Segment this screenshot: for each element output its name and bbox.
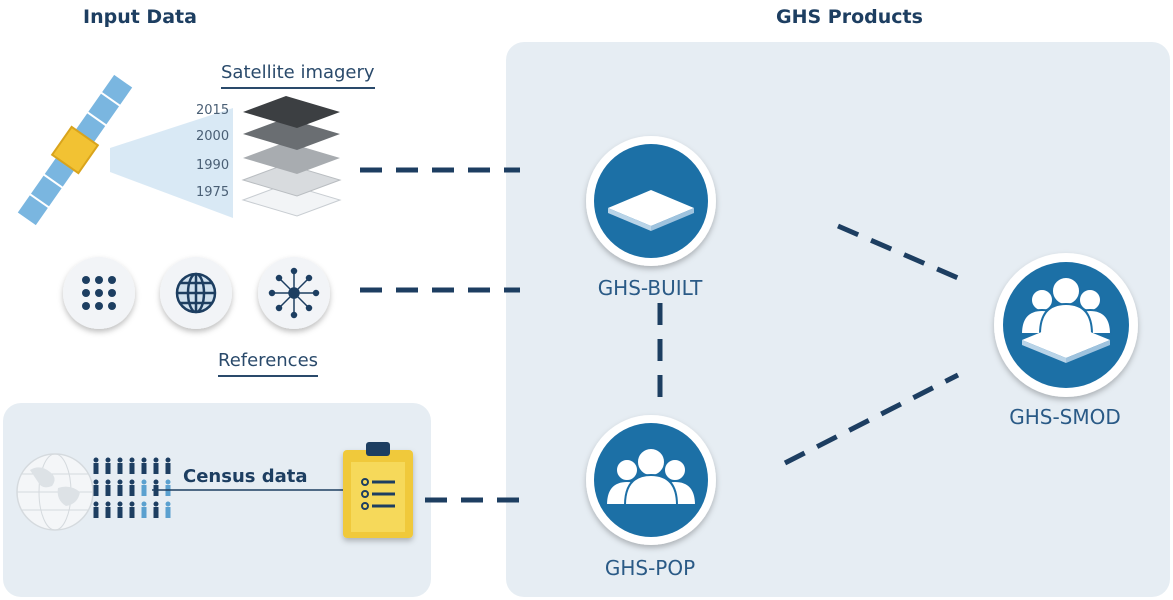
person-icon-body	[141, 507, 147, 518]
ghs-products-heading: GHS Products	[776, 6, 923, 28]
person-icon	[165, 501, 171, 507]
people-glyph	[604, 447, 698, 506]
person-icon	[153, 479, 159, 485]
year-label-1990: 1990	[196, 158, 230, 173]
ghs-smod-label: GHS-SMOD	[1009, 405, 1121, 429]
person-icon	[141, 501, 147, 507]
satellite-imagery-label: Satellite imagery	[221, 62, 375, 89]
person-icon	[129, 501, 135, 507]
person-icon-body	[153, 463, 159, 474]
person-icon-body	[129, 485, 135, 496]
person-icon	[93, 479, 99, 485]
built-layer-glyph	[608, 190, 694, 231]
person-icon	[165, 479, 171, 485]
references-label: References	[218, 350, 319, 377]
satellite-icon	[15, 72, 233, 228]
person-icon-body	[117, 463, 123, 474]
pop-to-smod-connector	[783, 372, 960, 466]
person-icon	[141, 457, 147, 463]
person-icon-body	[105, 485, 111, 496]
input-data-heading: Input Data	[83, 6, 197, 28]
year-label-2000: 2000	[196, 129, 230, 144]
person-icon-body	[105, 507, 111, 518]
globe-icon	[175, 272, 217, 314]
person-icon	[129, 457, 135, 463]
person-icon	[117, 479, 123, 485]
person-icon-body	[129, 463, 135, 474]
ghs-pop-label: GHS-POP	[604, 556, 696, 580]
person-icon	[117, 457, 123, 463]
person-icon-body	[93, 507, 99, 518]
person-icon-body	[165, 463, 171, 474]
person-icon	[105, 501, 111, 507]
person-icon	[93, 501, 99, 507]
person-icon-body	[93, 463, 99, 474]
person-icon-body	[117, 507, 123, 518]
person-icon-body	[105, 463, 111, 474]
person-icon	[117, 501, 123, 507]
person-icon	[93, 457, 99, 463]
person-icon	[165, 457, 171, 463]
clipboard-details	[351, 442, 405, 532]
census-data-label: Census data	[183, 466, 308, 487]
person-icon-body	[141, 485, 147, 496]
imagery-stack-icon	[241, 96, 342, 217]
person-icon-body	[93, 485, 99, 496]
person-icon-body	[153, 507, 159, 518]
smod-glyph	[1019, 276, 1113, 363]
person-icon-body	[129, 507, 135, 518]
person-icon-body	[141, 463, 147, 474]
year-label-2015: 2015	[196, 103, 230, 118]
person-icon	[153, 457, 159, 463]
year-label-1975: 1975	[196, 185, 230, 200]
person-icon	[105, 479, 111, 485]
person-icon	[141, 479, 147, 485]
world-globe-icon	[16, 453, 94, 531]
people-icons	[93, 457, 171, 518]
person-icon	[129, 479, 135, 485]
person-icon	[153, 501, 159, 507]
built-to-smod-connector	[837, 223, 959, 281]
person-icon-body	[117, 485, 123, 496]
ghs-built-label: GHS-BUILT	[597, 276, 703, 300]
network-icon	[268, 267, 320, 319]
dashed-connectors	[360, 167, 960, 503]
grid-dots	[82, 276, 116, 310]
person-icon-body	[165, 507, 171, 518]
person-icon	[105, 457, 111, 463]
